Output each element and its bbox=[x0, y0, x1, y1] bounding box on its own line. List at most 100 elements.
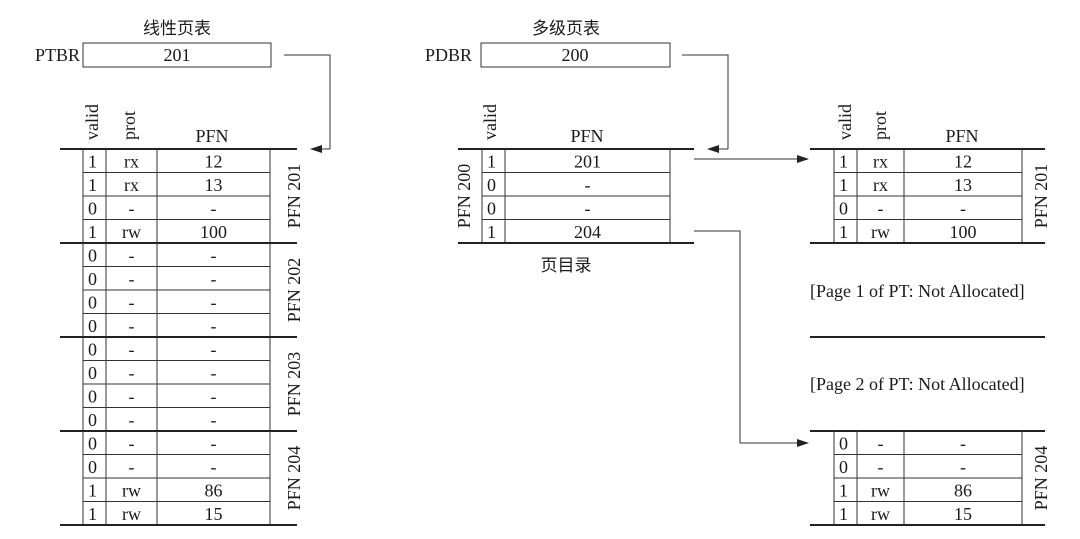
cell-valid: 1 bbox=[88, 152, 97, 172]
cell-pfn: - bbox=[211, 199, 217, 219]
pdbr-arrow-line bbox=[682, 54, 729, 149]
cell-prot: rw bbox=[871, 481, 890, 501]
not-allocated-1: [Page 1 of PT: Not Allocated] bbox=[810, 281, 1025, 301]
cell-valid: 0 bbox=[88, 293, 97, 313]
cell-valid: 1 bbox=[487, 152, 496, 172]
table-row: 1 rx 13 bbox=[83, 172, 270, 195]
cell-valid: 0 bbox=[88, 457, 97, 477]
cell-valid: 1 bbox=[487, 222, 496, 242]
cell-prot: rx bbox=[124, 175, 139, 195]
table-row: 0 - - bbox=[83, 454, 270, 477]
page-label: PFN 203 bbox=[284, 352, 304, 417]
cell-valid: 1 bbox=[839, 222, 848, 242]
linear-title: 线性页表 bbox=[143, 19, 211, 39]
multilevel-title: 多级页表 bbox=[532, 19, 600, 39]
not-allocated-2: [Page 2 of PT: Not Allocated] bbox=[810, 374, 1025, 394]
cell-pfn: 201 bbox=[574, 152, 601, 172]
dir-to-pfn204-arrow bbox=[694, 230, 809, 447]
cell-pfn: - bbox=[585, 199, 591, 219]
cell-valid: 1 bbox=[839, 504, 848, 524]
cell-pfn: - bbox=[211, 363, 217, 383]
cell-pfn: - bbox=[211, 434, 217, 454]
cell-prot: - bbox=[878, 199, 884, 219]
cell-prot: - bbox=[129, 269, 135, 289]
cell-pfn: 12 bbox=[954, 152, 972, 172]
table-row: 0-- bbox=[83, 407, 270, 430]
cell-valid: 1 bbox=[88, 175, 97, 195]
cell-pfn: - bbox=[211, 293, 217, 313]
page-label: PFN 201 bbox=[1031, 164, 1051, 229]
cell-pfn: 100 bbox=[200, 222, 227, 242]
table-row: 0 - - bbox=[834, 454, 1022, 477]
cell-pfn: - bbox=[960, 434, 966, 454]
cell-pfn: - bbox=[211, 457, 217, 477]
pdbr-register bbox=[480, 42, 671, 68]
table-row: 0-- bbox=[88, 434, 217, 454]
linear-header-valid: valid bbox=[82, 104, 102, 140]
ptbr-value: 201 bbox=[164, 45, 191, 65]
ptbr-label: PTBR bbox=[35, 45, 80, 65]
table-row: 0-- bbox=[83, 195, 270, 219]
cell-valid: 0 bbox=[88, 340, 97, 360]
table-row: 0-- bbox=[83, 313, 270, 336]
table-row: 1 rw 86 bbox=[83, 477, 270, 501]
cell-prot: - bbox=[878, 457, 884, 477]
cell-valid: 0 bbox=[839, 457, 848, 477]
cell-valid: 1 bbox=[88, 504, 97, 524]
ptbr-register bbox=[82, 42, 272, 68]
cell-prot: - bbox=[129, 340, 135, 360]
cell-valid: 0 bbox=[88, 387, 97, 407]
cell-prot: rx bbox=[873, 175, 888, 195]
table-row: 0-- bbox=[88, 340, 217, 360]
cell-valid: 0 bbox=[88, 246, 97, 266]
dir-header-valid: valid bbox=[480, 104, 500, 140]
cell-pfn: 100 bbox=[950, 222, 977, 242]
cell-pfn: 13 bbox=[205, 175, 223, 195]
cell-valid: 0 bbox=[88, 410, 97, 430]
cell-prot: - bbox=[129, 457, 135, 477]
table-row: 0 - - bbox=[83, 360, 270, 383]
table-row: 0 - - bbox=[83, 289, 270, 313]
cell-pfn: - bbox=[960, 457, 966, 477]
cell-prot: rw bbox=[871, 222, 890, 242]
cell-prot: - bbox=[129, 293, 135, 313]
ptbr-arrow-line bbox=[284, 54, 331, 149]
cell-valid: 0 bbox=[487, 199, 496, 219]
cell-prot: - bbox=[129, 434, 135, 454]
cell-prot: rw bbox=[122, 481, 141, 501]
cell-valid: 1 bbox=[88, 481, 97, 501]
page-label: PFN 204 bbox=[284, 446, 304, 511]
page-label: PFN 204 bbox=[1031, 446, 1051, 511]
pdbr-label: PDBR bbox=[425, 45, 472, 65]
cell-prot: rx bbox=[124, 152, 139, 172]
cell-prot: - bbox=[129, 410, 135, 430]
table-row: 0-- bbox=[83, 266, 270, 289]
page-directory-caption: 页目录 bbox=[541, 256, 592, 276]
page-label: PFN 201 bbox=[284, 164, 304, 229]
cell-valid: 0 bbox=[88, 363, 97, 383]
table-row: 0 - - bbox=[839, 434, 966, 454]
cell-prot: rx bbox=[873, 152, 888, 172]
cell-prot: - bbox=[129, 316, 135, 336]
cell-prot: - bbox=[878, 434, 884, 454]
cell-prot: - bbox=[129, 363, 135, 383]
table-row: 0-- bbox=[88, 246, 217, 266]
cell-valid: 1 bbox=[839, 481, 848, 501]
cell-pfn: - bbox=[211, 387, 217, 407]
cell-pfn: 86 bbox=[205, 481, 223, 501]
linear-header-prot: prot bbox=[119, 111, 139, 140]
cell-prot: - bbox=[129, 387, 135, 407]
cell-valid: 0 bbox=[839, 434, 848, 454]
table-row: 0- bbox=[482, 195, 670, 219]
pt-header-pfn: PFN bbox=[945, 126, 978, 146]
